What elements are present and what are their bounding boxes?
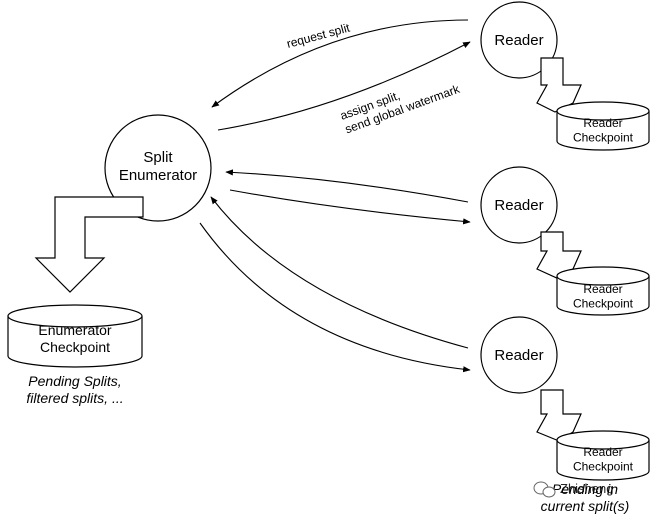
watermark: Zhisheng (533, 481, 613, 498)
enumerator-to-reader-2-edge (229, 189, 471, 225)
enumerator-to-reader-3-edge (199, 222, 471, 373)
reader-1-checkpoint-store (556, 101, 650, 151)
enumerator-note: Pending Splits,filtered splits, ... (26, 373, 123, 406)
reader-1-node (480, 1, 558, 79)
reader-3-node (480, 316, 558, 394)
enumerator-checkpoint-arrow (34, 196, 144, 293)
reader-3-to-enumerator-edge (210, 196, 469, 349)
assign-split-edge (217, 41, 471, 131)
reader-2-checkpoint-store (556, 266, 650, 316)
reader-3-checkpoint-store (556, 430, 650, 481)
request-split-edge (211, 19, 469, 108)
enumerator-checkpoint-store (7, 304, 143, 368)
reader-2-label: Reader (494, 197, 543, 214)
reader-3-label: Reader (494, 347, 543, 364)
reader-2-to-enumerator-edge (225, 169, 469, 203)
assign-split-label: assign split,send global watermark (338, 68, 462, 136)
reader-1-label: Reader (494, 32, 543, 49)
reader-2-node (480, 166, 558, 244)
split-enumerator-node (104, 114, 212, 222)
wechat-icon (533, 481, 556, 498)
watermark-text: Zhisheng (560, 481, 613, 496)
request-split-label: request split (285, 20, 352, 50)
